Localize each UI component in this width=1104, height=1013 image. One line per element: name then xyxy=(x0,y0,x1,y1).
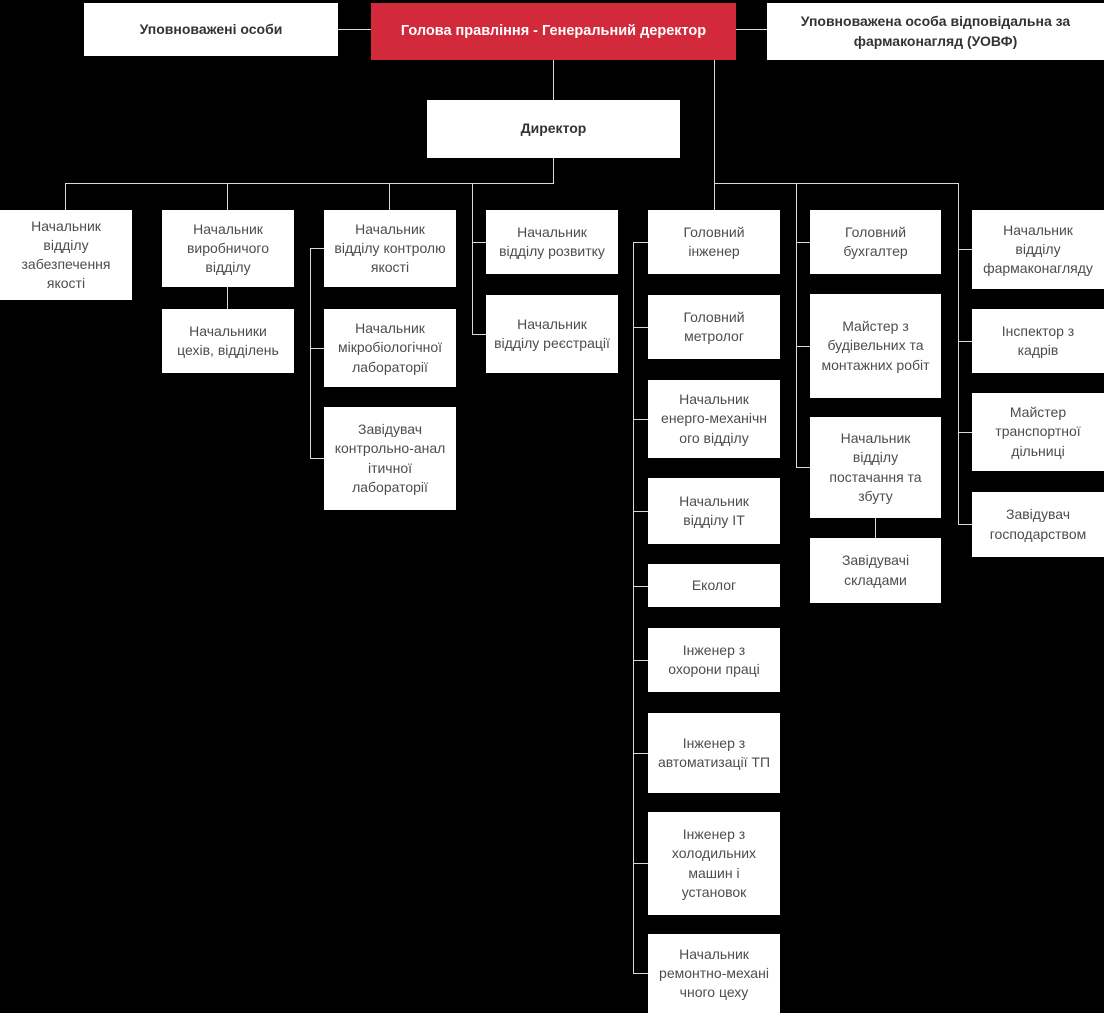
org-node-label: Начальник відділу постачання та збуту xyxy=(829,430,922,504)
connector-line xyxy=(633,327,648,328)
connector-line xyxy=(65,183,554,184)
connector-line xyxy=(472,183,473,335)
org-node-household-manager[interactable]: Завідувач господарством xyxy=(972,492,1104,557)
org-node-ecologist[interactable]: Еколог xyxy=(648,564,780,607)
org-node-chief-metrologist[interactable]: Головний метролог xyxy=(648,295,780,359)
org-node-pharmacovigilance-dept-head[interactable]: Начальник відділу фармаконагляду xyxy=(972,210,1104,289)
org-node-label: Начальник відділу розвитку xyxy=(499,223,605,259)
org-node-it-dept-head[interactable]: Начальник відділу ІТ xyxy=(648,478,780,544)
org-node-label: Головний інженер xyxy=(683,223,745,259)
org-node-label: Інженер з охорони праці xyxy=(668,641,760,677)
org-node-label: Начальник енерго-механічн ого відділу xyxy=(661,391,767,446)
org-node-construction-master[interactable]: Майстер з будівельних та монтажних робіт xyxy=(810,294,941,398)
connector-line xyxy=(958,341,972,342)
org-node-label: Майстер транспортної дільниці xyxy=(995,404,1081,459)
connector-line xyxy=(633,242,648,243)
org-node-label: Завідувач господарством xyxy=(989,506,1087,542)
connector-line xyxy=(796,467,810,468)
connector-line xyxy=(714,183,959,184)
org-node-label: Начальник виробничого відділу xyxy=(186,220,270,276)
connector-line xyxy=(633,511,648,512)
connector-line xyxy=(633,586,648,587)
org-node-warehouse-managers[interactable]: Завідувачі складами xyxy=(810,538,941,603)
connector-line xyxy=(227,183,228,210)
connector-line xyxy=(338,29,371,30)
org-node-label: Інспектор з кадрів xyxy=(1001,322,1075,358)
org-node-shop-department-heads[interactable]: Начальники цехів, відділень xyxy=(162,309,294,373)
connector-line xyxy=(633,973,648,974)
connector-line xyxy=(310,248,311,459)
org-node-microbiology-lab-head[interactable]: Начальник мікробіологічної лабораторії xyxy=(324,309,456,387)
org-node-chairman-general-director[interactable]: Голова правління - Генеральний деректор xyxy=(371,3,736,60)
org-node-chief-accountant[interactable]: Головний бухгалтер xyxy=(810,210,941,274)
org-node-labor-safety-engineer[interactable]: Інженер з охорони праці xyxy=(648,628,780,692)
connector-line xyxy=(310,458,324,459)
org-node-label: Еколог xyxy=(691,576,737,593)
org-node-repair-mechanical-head[interactable]: Начальник ремонтно-механі чного цеху xyxy=(648,934,780,1013)
connector-line xyxy=(633,242,634,974)
org-node-pharmacovigilance-authorized-person[interactable]: Уповноважена особа відповідальна за фарм… xyxy=(767,3,1104,60)
org-node-label: Завідувачі складами xyxy=(841,552,910,588)
org-node-production-dept-head[interactable]: Начальник виробничого відділу xyxy=(162,210,294,287)
org-node-label: Голова правління - Генеральний деректор xyxy=(400,22,707,39)
connector-line xyxy=(472,242,486,243)
connector-line xyxy=(633,753,648,754)
org-node-registration-dept-head[interactable]: Начальник відділу реєстрації xyxy=(486,295,618,373)
org-node-label: Начальник відділу фармаконагляду xyxy=(983,221,1093,277)
org-node-director[interactable]: Директор xyxy=(427,100,680,158)
connector-line xyxy=(633,419,648,420)
connector-line xyxy=(875,518,876,538)
org-node-label: Уповноважена особа відповідальна за фарм… xyxy=(800,13,1071,49)
org-node-transport-master[interactable]: Майстер транспортної дільниці xyxy=(972,393,1104,471)
connector-line xyxy=(633,863,648,864)
connector-line xyxy=(796,183,797,468)
org-node-energy-mechanical-head[interactable]: Начальник енерго-механічн ого відділу xyxy=(648,380,780,458)
connector-line xyxy=(227,287,228,309)
org-node-label: Головний бухгалтер xyxy=(843,223,908,259)
org-node-label: Майстер з будівельних та монтажних робіт xyxy=(821,318,930,373)
org-node-automation-engineer[interactable]: Інженер з автоматизації ТП xyxy=(648,713,780,793)
org-node-label: Начальник відділу контролю якості xyxy=(334,220,446,276)
connector-line xyxy=(310,348,324,349)
org-node-label: Інженер з холодильних машин і установок xyxy=(671,826,757,900)
org-node-label: Начальник мікробіологічної лабораторії xyxy=(337,320,443,375)
connector-line xyxy=(633,660,648,661)
connector-line xyxy=(796,346,810,347)
org-node-label: Інженер з автоматизації ТП xyxy=(657,734,771,770)
org-node-label: Начальник відділу ІТ xyxy=(679,492,749,528)
org-node-label: Начальник ремонтно-механі чного цеху xyxy=(659,945,769,1001)
connector-line xyxy=(472,334,486,335)
connector-line xyxy=(389,183,390,210)
org-node-supply-sales-head[interactable]: Начальник відділу постачання та збуту xyxy=(810,417,941,518)
org-node-refrigeration-engineer[interactable]: Інженер з холодильних машин і установок xyxy=(648,812,780,915)
connector-line xyxy=(958,524,972,525)
org-node-label: Начальник відділу забезпечення якості xyxy=(21,217,111,292)
connector-line xyxy=(65,183,66,210)
connector-line xyxy=(736,29,767,30)
connector-line xyxy=(553,158,554,183)
org-node-label: Головний метролог xyxy=(683,308,745,344)
org-node-label: Завідувач контрольно-анал ітичної лабора… xyxy=(334,421,446,495)
connector-line xyxy=(958,183,959,525)
connector-line xyxy=(553,60,554,100)
org-node-quality-assurance-head[interactable]: Начальник відділу забезпечення якості xyxy=(0,210,132,300)
org-node-authorized-persons[interactable]: Уповноважені особи xyxy=(84,3,338,56)
connector-line xyxy=(714,60,715,210)
org-node-label: Начальники цехів, відділень xyxy=(177,322,279,358)
org-node-control-analytical-lab-head[interactable]: Завідувач контрольно-анал ітичної лабора… xyxy=(324,407,456,510)
org-node-hr-inspector[interactable]: Інспектор з кадрів xyxy=(972,309,1104,373)
connector-line xyxy=(958,432,972,433)
org-node-quality-control-head[interactable]: Начальник відділу контролю якості xyxy=(324,210,456,287)
org-node-label: Начальник відділу реєстрації xyxy=(494,315,610,351)
connector-line xyxy=(958,249,972,250)
org-node-chief-engineer[interactable]: Головний інженер xyxy=(648,210,780,274)
org-node-development-dept-head[interactable]: Начальник відділу розвитку xyxy=(486,210,618,274)
connector-line xyxy=(310,248,324,249)
org-node-label: Директор xyxy=(520,120,587,137)
org-node-label: Уповноважені особи xyxy=(139,20,283,37)
connector-line xyxy=(796,242,810,243)
